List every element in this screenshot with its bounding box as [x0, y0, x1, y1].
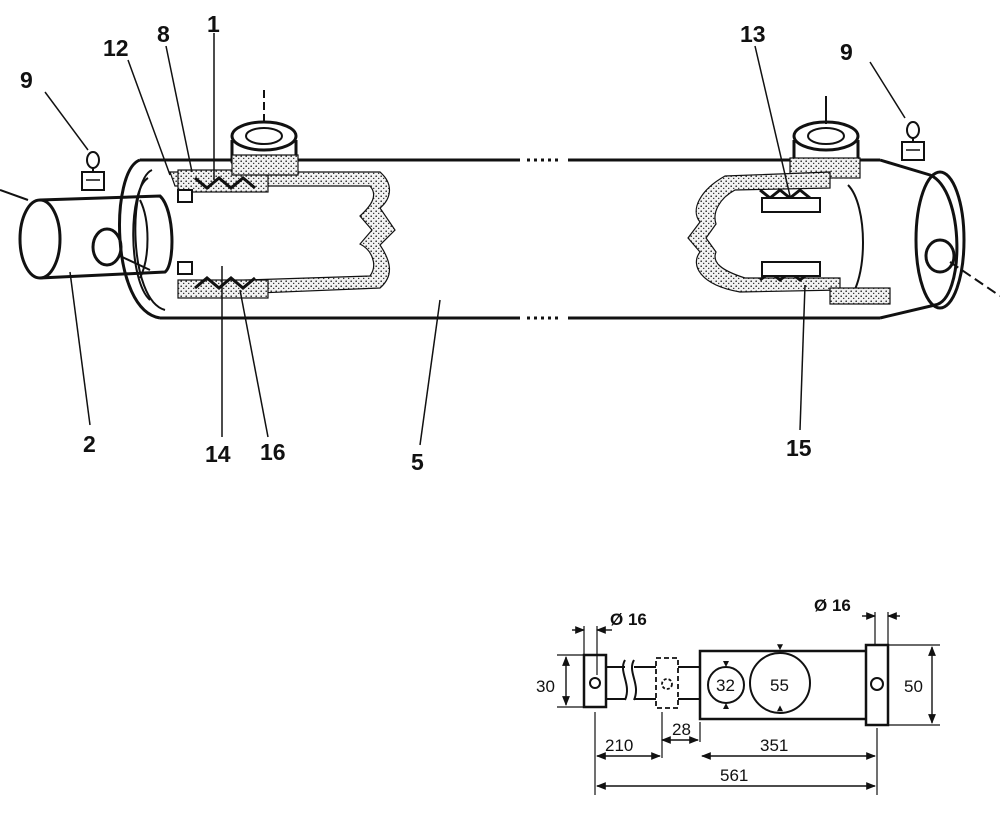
callout-5: 5: [411, 449, 424, 475]
callout-15: 15: [786, 435, 812, 461]
grease-nipple-right: [901, 121, 925, 161]
dim-rod-diameter: 32: [716, 676, 735, 695]
dimension-sketch: [557, 612, 940, 795]
dim-bore-diameter: 55: [770, 676, 789, 695]
dim-height-right: 50: [904, 677, 923, 696]
dim-height-left: 30: [536, 677, 555, 696]
callout-13: 13: [740, 21, 766, 47]
callout-9-right: 9: [840, 39, 853, 65]
dim-pin-right: Ø 16: [814, 596, 851, 615]
cylinder-body: [0, 90, 1000, 320]
dim-total-length: 561: [720, 766, 748, 785]
dim-pin-left: Ø 16: [610, 610, 647, 629]
callout-9-left: 9: [20, 67, 33, 93]
dim-body-length: 351: [760, 736, 788, 755]
callout-leaders: [44, 33, 906, 446]
callout-12: 12: [103, 35, 129, 61]
dim-rod-length: 210: [605, 736, 633, 755]
callout-1: 1: [207, 11, 220, 37]
callout-2: 2: [83, 431, 96, 457]
callout-16: 16: [260, 439, 286, 465]
callout-8: 8: [157, 21, 170, 47]
dim-offset: 28: [672, 720, 691, 739]
grease-nipple-left: [81, 151, 105, 191]
callout-14: 14: [205, 441, 231, 467]
